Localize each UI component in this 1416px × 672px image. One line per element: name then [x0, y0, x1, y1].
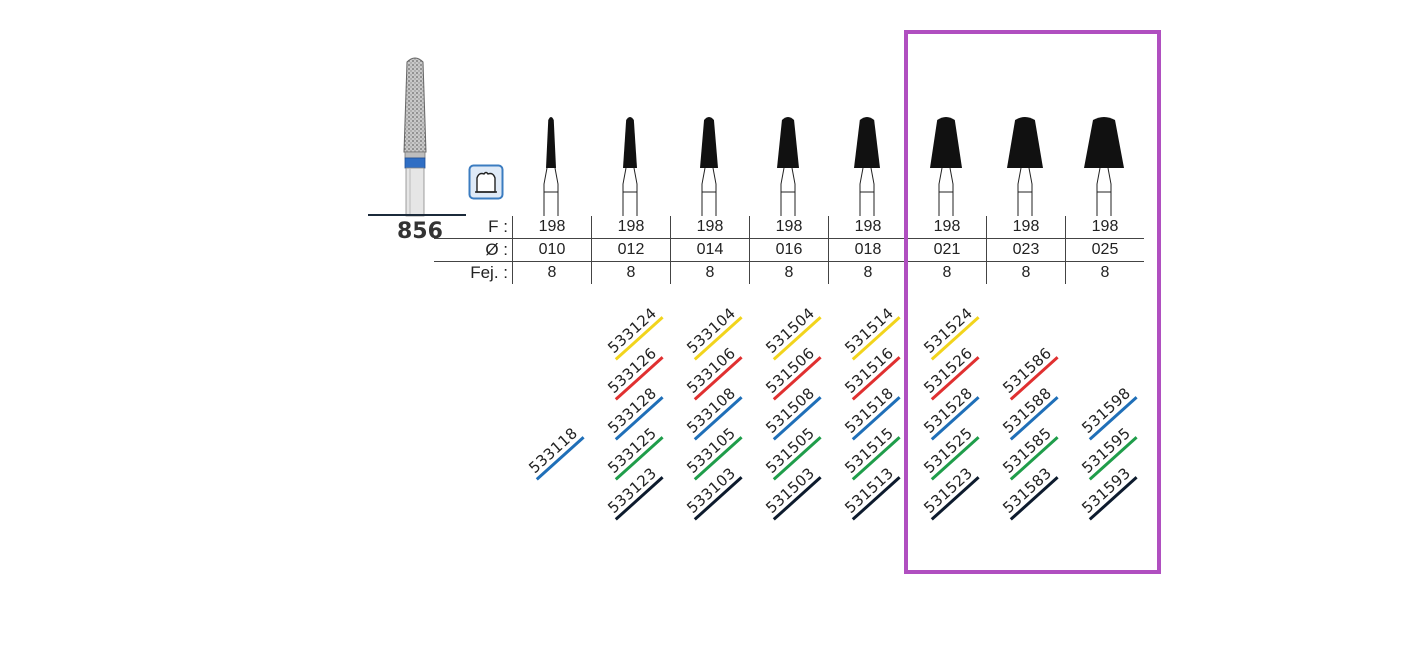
instrument-tip-icon	[543, 117, 559, 216]
label-f: F :	[434, 216, 513, 239]
cell-fej: 8	[670, 261, 750, 284]
spec-table: F : 198 198 198 198 198 198 198 198 Ø : …	[434, 216, 1144, 284]
cell-diameter: 018	[828, 238, 908, 262]
instrument-tip-icon	[700, 117, 718, 216]
cell-diameter: 012	[591, 238, 671, 262]
crown-prep-icon	[468, 164, 504, 200]
cell-fej: 8	[907, 261, 987, 284]
instrument-tip-icon	[622, 117, 638, 216]
instrument-tip-icon	[930, 117, 962, 216]
instrument-tip-icon	[777, 117, 799, 216]
cell-fej: 8	[986, 261, 1066, 284]
cell-diameter: 021	[907, 238, 987, 262]
cell-f: 198	[749, 216, 829, 239]
cell-f: 198	[591, 216, 671, 239]
label-diameter: Ø :	[434, 238, 513, 262]
row-f: F : 198 198 198 198 198 198 198 198	[434, 216, 1144, 239]
diamond-bur-icon	[403, 57, 427, 217]
cell-f: 198	[828, 216, 908, 239]
cell-diameter: 025	[1065, 238, 1144, 262]
cell-f: 198	[670, 216, 750, 239]
cell-fej: 8	[749, 261, 829, 284]
cell-f: 198	[986, 216, 1066, 239]
cell-f: 198	[907, 216, 987, 239]
instrument-tip-icon	[854, 117, 880, 216]
highlight-box	[904, 30, 1161, 574]
product-underline	[368, 214, 466, 216]
cell-fej: 8	[1100, 264, 1110, 281]
cell-diameter: 010	[512, 238, 592, 262]
order-code: 533118	[524, 423, 585, 481]
cell-f: 198	[512, 216, 592, 239]
row-fej: Fej. : 8 8 8 8 8 8 8 8	[434, 261, 1144, 284]
cell-fej: 8	[828, 261, 908, 284]
cell-diameter: 016	[749, 238, 829, 262]
label-fej: Fej. :	[434, 261, 513, 284]
cell-f: 198	[1065, 216, 1144, 239]
cell-diameter: 023	[986, 238, 1066, 262]
cell-diameter: 014	[670, 238, 750, 262]
cell-fej: 8	[591, 261, 671, 284]
instrument-tip-icon	[1007, 117, 1043, 216]
row-diameter: Ø : 010 012 014 016 018 021 023 025	[434, 238, 1144, 262]
instrument-tip-icon	[1084, 117, 1124, 216]
cell-fej: 8	[512, 261, 592, 284]
